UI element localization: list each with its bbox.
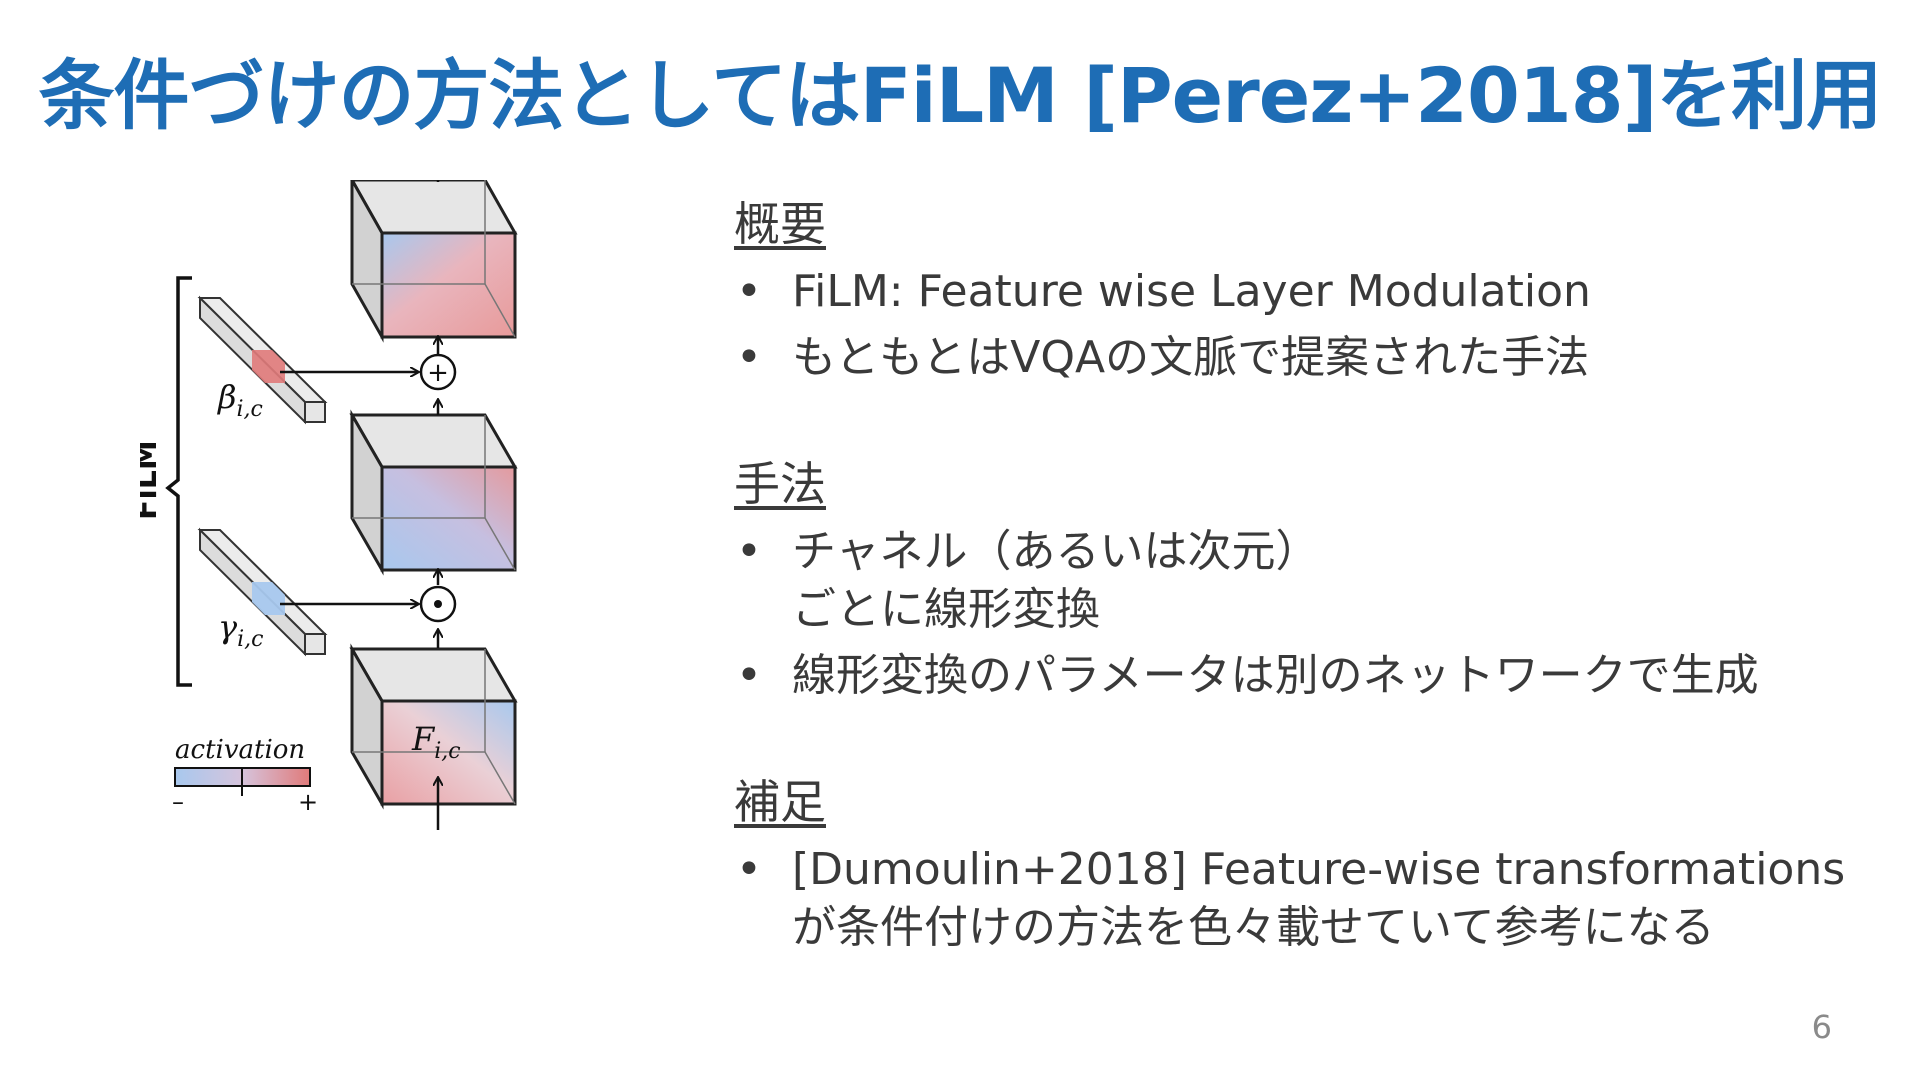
- section-method: 手法 • チャネル（あるいは次元） ごとに線形変換 • 線形変換のパラメータは別…: [734, 455, 1894, 705]
- bullet-icon: •: [736, 332, 762, 383]
- film-diagram: Fi,c + βi,c γi,c FiLM: [140, 180, 518, 830]
- bullet-text: [Dumoulin+2018] Feature-wise transformat…: [792, 844, 1846, 895]
- add-operator: +: [419, 353, 457, 391]
- legend-title: activation: [175, 735, 305, 765]
- list-item: • チャネル（あるいは次元） ごとに線形変換: [734, 523, 1894, 639]
- bullet-text: が条件付けの方法を色々載せていて参考になる: [792, 902, 1715, 953]
- section-overview: 概要 • FiLM: Feature wise Layer Modulation…: [734, 195, 1894, 387]
- section-heading: 補足: [734, 775, 826, 829]
- bullet-icon: •: [736, 266, 762, 317]
- input-feature-cube: Fi,c: [349, 643, 518, 810]
- list-item: • 線形変換のパラメータは別のネットワークで生成: [734, 647, 1894, 705]
- svg-text:+: +: [427, 358, 449, 388]
- list-item: • [Dumoulin+2018] Feature-wise transform…: [734, 841, 1894, 957]
- bullet-icon: •: [736, 650, 762, 701]
- beta-label: βi,c: [217, 378, 263, 422]
- gamma-label: γi,c: [218, 608, 263, 652]
- bullet-text: もともとはVQAの文脈で提案された手法: [792, 332, 1590, 383]
- film-label: FiLM: [140, 440, 164, 520]
- bullet-text: チャネル（あるいは次元）: [792, 526, 1320, 577]
- multiply-operator: [419, 585, 457, 623]
- bullet-text: FiLM: Feature wise Layer Modulation: [792, 266, 1591, 317]
- legend-minus: –: [172, 788, 184, 816]
- intermediate-cube: [349, 409, 518, 576]
- activation-legend: activation – +: [172, 735, 318, 816]
- bullet-icon: •: [736, 844, 762, 895]
- bullet-text: ごとに線形変換: [792, 584, 1100, 635]
- gamma-vector: γi,c: [197, 527, 418, 657]
- section-notes: 補足 • [Dumoulin+2018] Feature-wise transf…: [734, 773, 1894, 957]
- bullet-icon: •: [736, 526, 762, 577]
- section-heading: 概要: [734, 197, 826, 251]
- output-cube: [350, 180, 518, 343]
- list-item: • FiLM: Feature wise Layer Modulation: [734, 263, 1894, 321]
- beta-vector: βi,c: [197, 295, 418, 425]
- list-item: • もともとはVQAの文脈で提案された手法: [734, 329, 1894, 387]
- bullet-text: 線形変換のパラメータは別のネットワークで生成: [792, 650, 1759, 701]
- section-heading: 手法: [734, 457, 826, 511]
- page-number: 6: [1811, 1008, 1832, 1046]
- feature-label: Fi,c: [411, 720, 461, 764]
- slide-title: 条件づけの方法としてはFiLM [Perez+2018]を利用: [38, 51, 1883, 140]
- film-bracket: FiLM: [140, 276, 192, 687]
- slide-content: 概要 • FiLM: Feature wise Layer Modulation…: [734, 195, 1894, 965]
- legend-plus: +: [298, 788, 318, 816]
